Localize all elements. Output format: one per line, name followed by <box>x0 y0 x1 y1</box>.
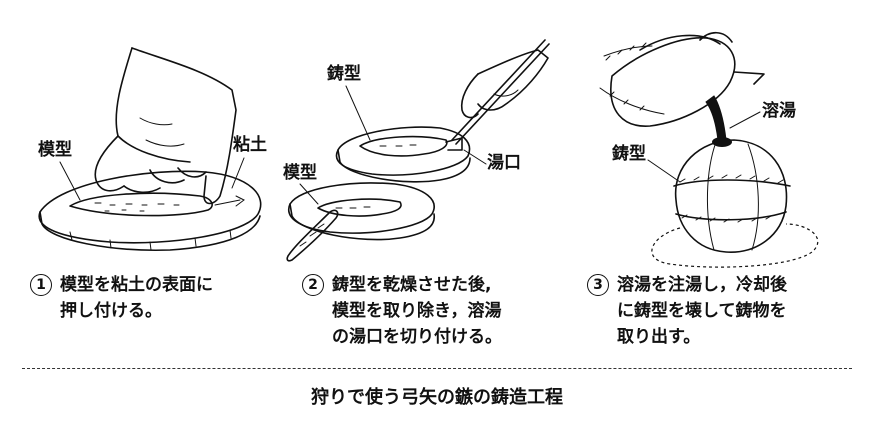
mold-upper <box>335 126 471 183</box>
step-2: 2 鋳型を乾燥させた後, 模型を取り除き，溶湯 の湯口を切り付ける。 <box>302 272 502 350</box>
step-3-line-2: に鋳型を壊して鋳物を <box>617 301 787 321</box>
molten-metal-stream <box>705 95 727 141</box>
ground-outline <box>651 223 819 268</box>
panel-1-drawing <box>38 47 262 252</box>
step-1-number: 1 <box>30 274 52 296</box>
step-1-line-1: 模型を粘土の表面に <box>60 275 213 295</box>
ladle <box>599 31 765 127</box>
hand-pressing <box>94 47 237 205</box>
step-2-line-2: 模型を取り除き，溶湯 <box>332 301 502 321</box>
step-3-number: 3 <box>587 274 609 296</box>
label-mold-2: 鋳型 <box>327 64 361 84</box>
pattern-arrowhead-1 <box>69 192 245 217</box>
step-1-line-2: 押し付ける。 <box>60 301 162 321</box>
hand-with-tool <box>451 39 550 145</box>
step-1: 1 模型を粘土の表面に 押し付ける。 <box>30 272 213 324</box>
pattern-arrowhead-2 <box>286 209 339 262</box>
label-pattern-1: 模型 <box>38 140 72 160</box>
step-2-line-3: の湯口を切り付ける。 <box>332 327 502 347</box>
label-mold-3: 鋳型 <box>612 144 646 164</box>
divider-rule <box>22 368 852 369</box>
step-3-line-3: 取り出す。 <box>617 327 701 347</box>
label-molten-metal: 溶湯 <box>762 101 796 121</box>
step-2-number: 2 <box>302 274 324 296</box>
clay-slab <box>38 170 262 252</box>
label-gate: 湯口 <box>487 153 521 173</box>
step-3: 3 溶湯を注湯し，冷却後 に鋳型を壊して鋳物を 取り出す。 <box>587 272 787 350</box>
label-clay: 粘土 <box>233 135 267 155</box>
bound-mold <box>673 137 791 253</box>
step-2-line-1: 鋳型を乾燥させた後, <box>332 275 492 295</box>
label-pattern-2: 模型 <box>283 163 317 183</box>
figure-caption: 狩りで使う弓矢の鏃の鋳造工程 <box>311 387 563 408</box>
step-3-line-1: 溶湯を注湯し，冷却後 <box>617 275 787 295</box>
